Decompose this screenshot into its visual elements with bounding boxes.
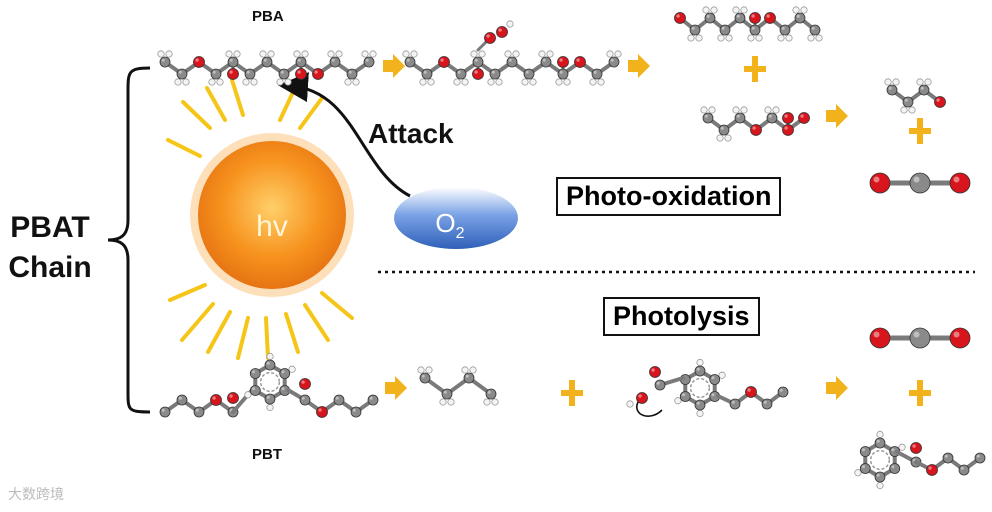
sun-rays	[166, 78, 354, 360]
plus-icon	[744, 56, 766, 82]
o2-ellipse-icon: O2	[394, 187, 518, 249]
reaction-arrow-icon	[826, 376, 848, 400]
attack-arrow	[278, 72, 411, 198]
co2-molecule-bottom	[869, 327, 971, 349]
pba-label: PBA	[252, 8, 284, 25]
hv-label: hv	[256, 210, 288, 243]
reaction-arrow-icon	[628, 54, 650, 78]
o2-subscript: 2	[456, 225, 465, 242]
svg-text:O2: O2	[435, 208, 464, 242]
hydroxy-ester-molecule	[674, 6, 823, 42]
plus-signs	[561, 56, 931, 406]
watermark-logo: 大数跨境	[8, 486, 64, 502]
butanol-molecule	[884, 78, 946, 114]
o2-letter: O	[435, 208, 455, 238]
pbat-chain-label: PBAT Chain	[8, 211, 92, 284]
hydroperoxide-group	[476, 20, 514, 52]
oxidized-pba-molecule	[402, 50, 622, 86]
co2-molecule-top	[869, 172, 971, 194]
plus-icon	[909, 380, 931, 406]
pba-molecule	[157, 50, 377, 86]
photo-oxidation-box: Photo-oxidation	[556, 177, 782, 216]
molecules-layer	[157, 6, 986, 490]
reaction-arrows	[383, 54, 848, 400]
pbt-molecule	[159, 352, 379, 418]
butene-molecule	[417, 366, 499, 406]
attack-label: Attack	[368, 118, 454, 149]
photolysis-box: Photolysis	[603, 297, 760, 336]
plus-icon	[561, 380, 583, 406]
sun-icon: hv	[190, 133, 354, 297]
reaction-arrow-icon	[385, 376, 407, 400]
reaction-arrow-icon	[383, 54, 405, 78]
reaction-arrow-icon	[826, 104, 848, 128]
butyl-benzoate-molecule	[854, 430, 986, 490]
benzoate-fragment-molecule	[626, 358, 789, 418]
plus-icon	[909, 118, 931, 144]
pbt-label: PBT	[252, 446, 282, 463]
carbonic-acid-ester-molecule	[700, 106, 810, 142]
brace-icon	[107, 66, 151, 414]
